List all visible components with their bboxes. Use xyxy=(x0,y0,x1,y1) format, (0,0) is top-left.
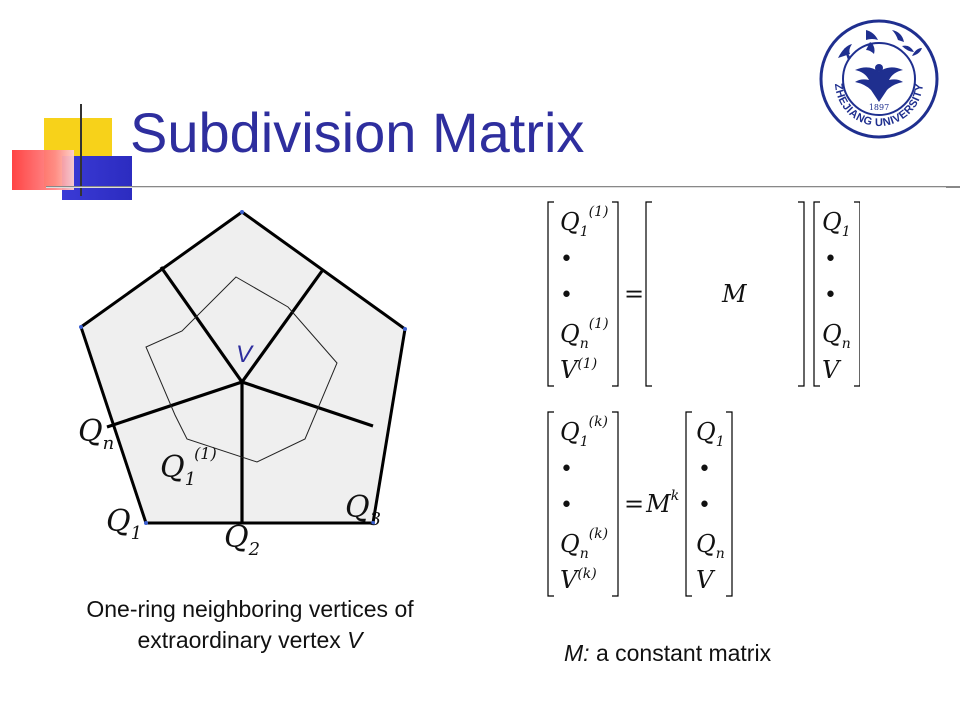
svg-text:Qn: Qn xyxy=(696,530,725,562)
caption-line-2-text: extraordinary vertex xyxy=(137,627,348,653)
eq1-lhs: Q1(1) • • Qn(1) V(1) xyxy=(560,204,609,384)
svg-text:V(k): V(k) xyxy=(560,566,597,594)
svg-text:V: V xyxy=(696,566,716,594)
university-seal-logo: 1897 ZHEJIANG UNIVERSITY xyxy=(819,19,939,139)
svg-text:Q1: Q1 xyxy=(696,418,725,450)
eq1-brackets xyxy=(547,201,860,387)
decor-red-square xyxy=(12,150,74,190)
eq1-matrix-m: M xyxy=(721,280,748,308)
outer-pentagon xyxy=(79,210,407,525)
caption-matrix-text: a constant matrix xyxy=(589,640,772,666)
caption-line-2: extraordinary vertex V xyxy=(30,625,470,656)
center-vertex-label: V xyxy=(236,341,254,368)
svg-text:Qn: Qn xyxy=(822,320,851,352)
svg-text:•: • xyxy=(560,457,573,482)
svg-text:•: • xyxy=(560,493,573,518)
svg-text:V: V xyxy=(822,356,842,384)
title-underline-shadow xyxy=(46,187,946,188)
eq2-rhs: Q1 • • Qn V xyxy=(696,418,725,594)
svg-text:Qn(k): Qn(k) xyxy=(560,526,608,562)
svg-text:•: • xyxy=(560,283,573,308)
label-q1-1: Q1(1) xyxy=(160,444,217,490)
svg-text:•: • xyxy=(698,457,711,482)
label-q1: Q1 xyxy=(106,504,142,544)
svg-text:Qn(1): Qn(1) xyxy=(560,316,609,352)
one-ring-diagram: V Qn Q1(1) Q1 Q2 Q3 xyxy=(78,210,407,560)
diagram-caption: One-ring neighboring vertices of extraor… xyxy=(30,594,470,656)
caption-var-v: V xyxy=(347,627,363,653)
equation-subdivision-step: Q1(1) • • Qn(1) V(1) = M Q1 • • Qn V xyxy=(547,201,860,387)
matrix-caption: M: a constant matrix xyxy=(564,640,771,667)
label-q3: Q3 xyxy=(345,490,381,530)
caption-line-1: One-ring neighboring vertices of xyxy=(86,596,414,622)
svg-text:Q1: Q1 xyxy=(822,208,851,240)
eq1-rhs: Q1 • • Qn V xyxy=(822,208,851,384)
svg-text:•: • xyxy=(824,247,837,272)
svg-text:•: • xyxy=(698,493,711,518)
eq2-lhs: Q1(k) • • Qn(k) V(k) xyxy=(560,414,608,594)
svg-text:•: • xyxy=(824,283,837,308)
caption-var-m: M: xyxy=(564,640,590,666)
equation-subdivision-k-steps: Q1(k) • • Qn(k) V(k) =Mk Q1 • • Qn V xyxy=(547,411,733,597)
logo-year: 1897 xyxy=(869,103,889,112)
label-qn: Qn xyxy=(78,414,114,454)
eq1-equals: = xyxy=(624,280,644,308)
decor-vertical-line xyxy=(80,104,82,196)
svg-text:V(1): V(1) xyxy=(560,356,597,384)
svg-text:•: • xyxy=(560,247,573,272)
eagle-icon xyxy=(855,64,903,102)
label-q2: Q2 xyxy=(224,520,260,560)
svg-text:Q1(k): Q1(k) xyxy=(560,414,608,450)
spokes xyxy=(106,266,374,523)
inner-ring-polygon xyxy=(145,276,338,463)
eq2-brackets xyxy=(547,411,733,597)
calligraphy-mark-icon xyxy=(838,30,922,60)
slide-title: Subdivision Matrix xyxy=(130,101,585,164)
eq2-equals-mk: =Mk xyxy=(624,488,679,518)
svg-text:Q1(1): Q1(1) xyxy=(560,204,608,240)
vertex-dots xyxy=(79,210,407,525)
